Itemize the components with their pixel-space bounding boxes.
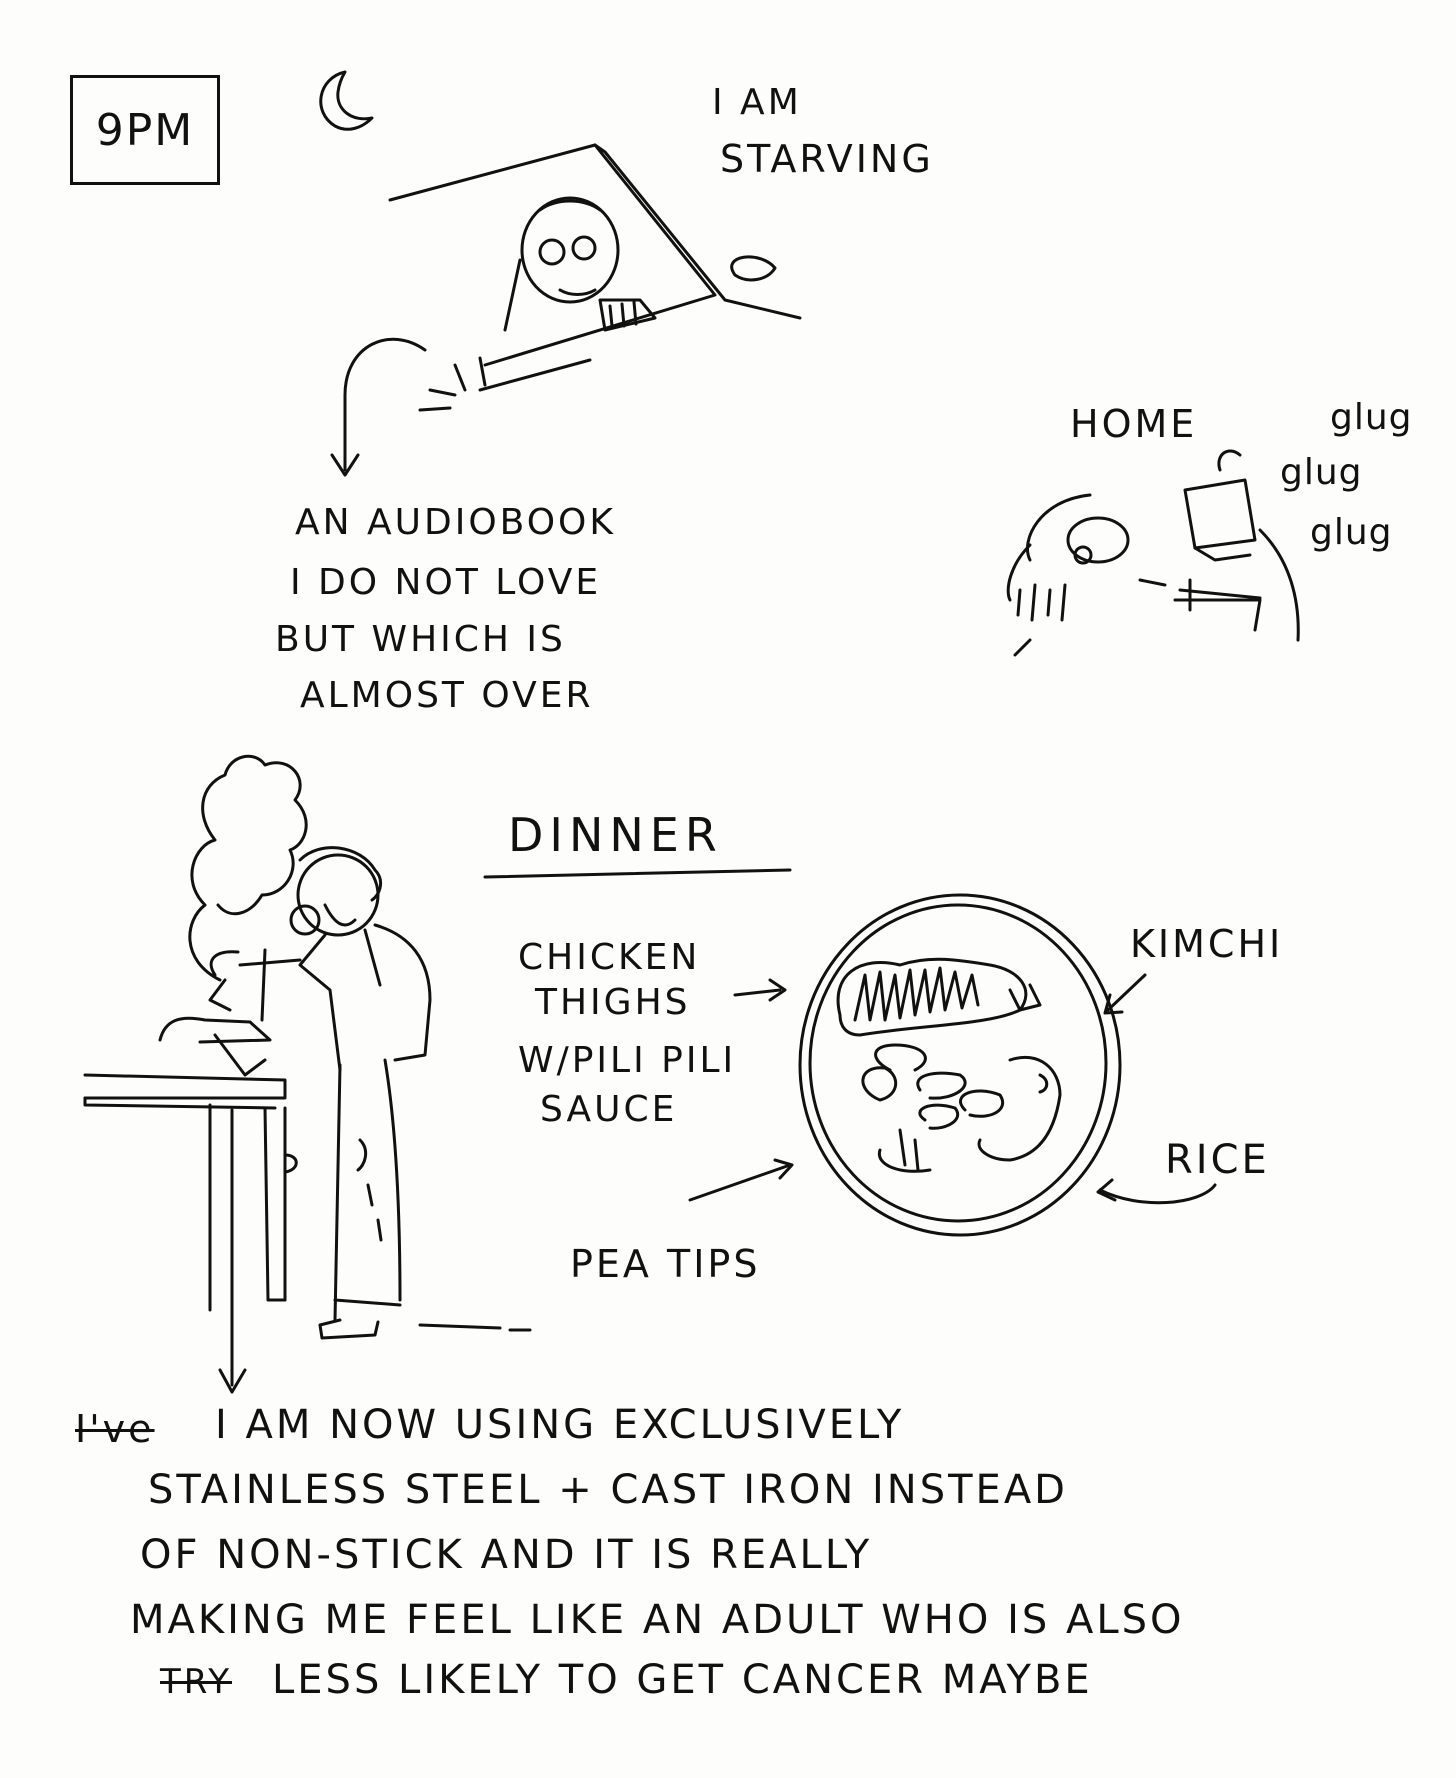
dinner-underline bbox=[483, 868, 792, 879]
note-line-1: I AM NOW USING EXCLUSIVELY bbox=[215, 1402, 905, 1448]
chicken-line-2: THIGHS bbox=[535, 982, 691, 1023]
audiobook-line-2: I DO NOT LOVE bbox=[290, 562, 602, 603]
driver-in-car-drawing bbox=[388, 143, 802, 392]
chicken-line-3: W/PILI PILI bbox=[518, 1040, 737, 1081]
audiobook-line-1: AN AUDIOBOOK bbox=[295, 502, 616, 543]
note-struck-word-1: I've bbox=[75, 1407, 155, 1451]
note-line-2: STAINLESS STEEL + CAST IRON INSTEAD bbox=[148, 1467, 1068, 1513]
chicken-line-1: CHICKEN bbox=[518, 937, 701, 978]
time-label: 9PM bbox=[70, 75, 220, 185]
kimchi-label: KIMCHI bbox=[1130, 922, 1284, 966]
chicken-line-4: SAUCE bbox=[540, 1089, 678, 1130]
label-arrows bbox=[688, 973, 1217, 1205]
note-line-5: LESS LIKELY TO GET CANCER MAYBE bbox=[272, 1657, 1093, 1703]
audiobook-line-4: ALMOST OVER bbox=[300, 675, 594, 716]
cook-at-stove-drawing bbox=[83, 754, 532, 1394]
starving-line-2: STARVING bbox=[720, 137, 934, 181]
home-label: HOME bbox=[1070, 402, 1198, 446]
glug-sound-1: glug bbox=[1330, 397, 1413, 438]
dinner-title: DINNER bbox=[508, 808, 723, 862]
note-struck-word-2: TRY bbox=[160, 1662, 232, 1702]
drinking-person-drawing bbox=[1006, 449, 1300, 657]
note-line-3: OF NON-STICK AND IT IS REALLY bbox=[140, 1532, 873, 1578]
moon-icon bbox=[319, 70, 374, 131]
glug-sound-3: glug bbox=[1310, 512, 1393, 553]
note-line-4: MAKING ME FEEL LIKE AN ADULT WHO IS ALSO bbox=[130, 1597, 1185, 1643]
audio-sound-lines bbox=[330, 337, 487, 477]
dinner-plate-drawing bbox=[798, 893, 1122, 1237]
glug-sound-2: glug bbox=[1280, 452, 1363, 493]
starving-line-1: I AM bbox=[712, 82, 802, 123]
rice-label: RICE bbox=[1165, 1137, 1270, 1183]
pea-tips-label: PEA TIPS bbox=[570, 1242, 761, 1286]
audiobook-line-3: BUT WHICH IS bbox=[275, 619, 566, 660]
